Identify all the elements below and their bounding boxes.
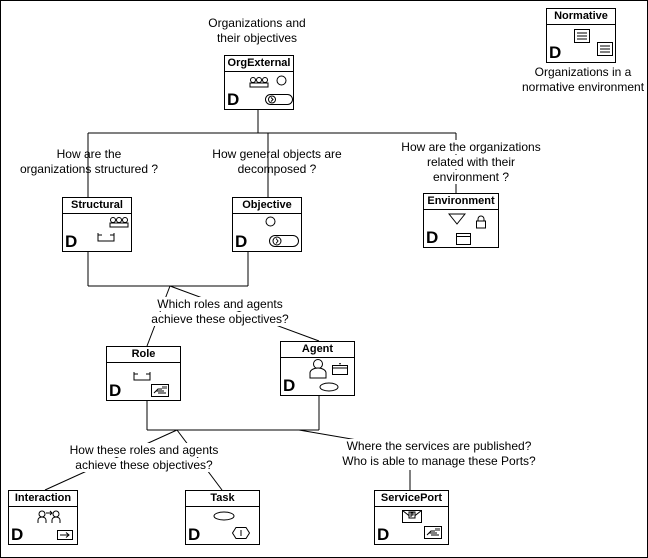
triangle-icon <box>448 213 466 225</box>
tray-icon <box>97 233 115 242</box>
serviceport-box[interactable]: ServicePort D <box>374 490 449 545</box>
diagram-mark: D <box>235 232 248 251</box>
diagram-mark: D <box>426 228 439 247</box>
box-title: ServicePort <box>375 491 448 507</box>
document-icon <box>574 29 590 43</box>
tray-icon <box>133 372 151 381</box>
question-roles-agents: Which roles and agents achieve these obj… <box>140 297 300 327</box>
arrow-box-icon <box>57 530 73 540</box>
person-icon <box>309 359 327 379</box>
people-exchange-icon <box>37 510 61 523</box>
document-icon <box>597 42 613 56</box>
mail-p-icon <box>402 510 422 523</box>
question-decomposed: How general objects are decomposed ? <box>202 147 352 177</box>
interaction-box[interactable]: Interaction D <box>8 490 78 545</box>
diagram-mark: D <box>11 525 24 544</box>
box-title: Interaction <box>9 491 77 507</box>
envelope-icon <box>332 363 348 375</box>
environment-box[interactable]: Environment D <box>423 193 499 248</box>
group-icon <box>249 77 269 88</box>
question-text: Which roles and agents achieve these obj… <box>151 297 289 326</box>
role-box[interactable]: Role D <box>106 346 181 401</box>
box-title: Objective <box>233 198 301 214</box>
diagram-mark: D <box>377 525 390 544</box>
objective-box[interactable]: Objective D <box>232 197 302 252</box>
question-structured: How are the organizations structured ? <box>14 147 164 177</box>
diagram-mark: D <box>188 525 201 544</box>
box-title: Structural <box>63 198 131 214</box>
circle-icon <box>265 216 276 227</box>
task-box[interactable]: Task D <box>185 490 260 545</box>
diagram-mark: D <box>283 376 296 395</box>
caption-org-objectives: Organizations and their objectives <box>200 16 314 46</box>
question-text: How general objects are decomposed ? <box>212 147 342 176</box>
info-hexagon-icon <box>232 527 250 539</box>
question-text: How are the organizations structured ? <box>19 147 159 176</box>
question-environment: How are the organizations related with t… <box>396 140 546 185</box>
question-services: Where the services are published? Who is… <box>336 439 542 469</box>
pill-arrow-icon <box>269 235 299 247</box>
circle-icon <box>276 75 287 86</box>
diagram-mark: D <box>227 90 240 109</box>
box-title: Agent <box>281 342 354 358</box>
agent-box[interactable]: Agent D <box>280 341 355 396</box>
caption-text: Organizations and their objectives <box>208 16 306 45</box>
caption-text: Organizations in a normative environment <box>521 65 645 94</box>
box-title: Task <box>186 491 259 507</box>
box-title: OrgExternal <box>225 56 293 72</box>
orgexternal-box[interactable]: OrgExternal D <box>224 55 294 110</box>
question-text: How these roles and agents achieve these… <box>69 443 219 472</box>
ellipse-icon <box>319 382 339 392</box>
box-title: Role <box>107 347 180 363</box>
hand-card-icon <box>424 526 442 539</box>
box-title: Environment <box>424 194 498 210</box>
question-text: How are the organizations related with t… <box>401 140 541 184</box>
diagram-mark: D <box>109 381 122 400</box>
ellipse-icon <box>213 511 235 521</box>
pill-arrow-icon <box>265 94 293 105</box>
structural-box[interactable]: Structural D <box>62 197 132 252</box>
group-icon <box>109 217 129 228</box>
diagram-mark: D <box>65 232 78 251</box>
lock-icon <box>476 215 486 229</box>
normative-box[interactable]: Normative D <box>546 8 616 63</box>
diagram-mark: D <box>549 43 562 62</box>
box-title: Normative <box>547 9 615 25</box>
hand-card-icon <box>151 384 169 397</box>
window-icon <box>456 233 471 245</box>
question-how-roles: How these roles and agents achieve these… <box>56 443 232 473</box>
caption-normative-env: Organizations in a normative environment <box>520 65 646 95</box>
question-text: Where the services are published? Who is… <box>342 439 536 468</box>
